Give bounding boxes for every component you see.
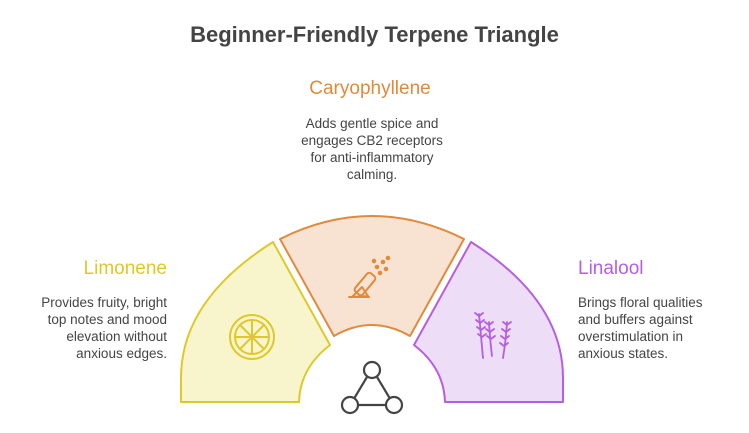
description-line: top notes and mood (47, 312, 167, 327)
lavender-icon (474, 312, 512, 359)
limonene-heading: Limonene (83, 258, 167, 279)
description-line: and buffers against (578, 312, 693, 327)
caryophyllene-segment (279, 215, 465, 337)
description-line: calming. (346, 167, 398, 182)
description-line: Provides fruity, bright (41, 295, 167, 310)
network-hub-icon (340, 360, 404, 415)
description-line: Adds gentle spice and (305, 116, 439, 131)
description-line: anxious edges. (76, 346, 167, 361)
description-line: engages CB2 receptors (301, 133, 443, 148)
citrus-slice-icon (229, 314, 275, 360)
description-line: overstimulation in (578, 329, 684, 344)
description-line: elevation without (66, 329, 167, 344)
caryophyllene-description: Adds gentle spice and engages CB2 recept… (260, 115, 484, 183)
description-line: anxious states. (578, 346, 669, 361)
linalool-description: Brings floral qualities and buffers agai… (578, 294, 748, 362)
caryophyllene-heading: Caryophyllene (309, 78, 431, 99)
limonene-description: Provides fruity, bright top notes and mo… (0, 294, 167, 362)
diagram-title: Beginner-Friendly Terpene Triangle (190, 22, 559, 47)
description-line: Brings floral qualities (578, 295, 703, 310)
limonene-segment (180, 241, 331, 403)
description-line: for anti-inflammatory (310, 150, 434, 165)
pepper-grinder-icon (348, 255, 391, 298)
linalool-heading: Linalool (578, 258, 644, 279)
